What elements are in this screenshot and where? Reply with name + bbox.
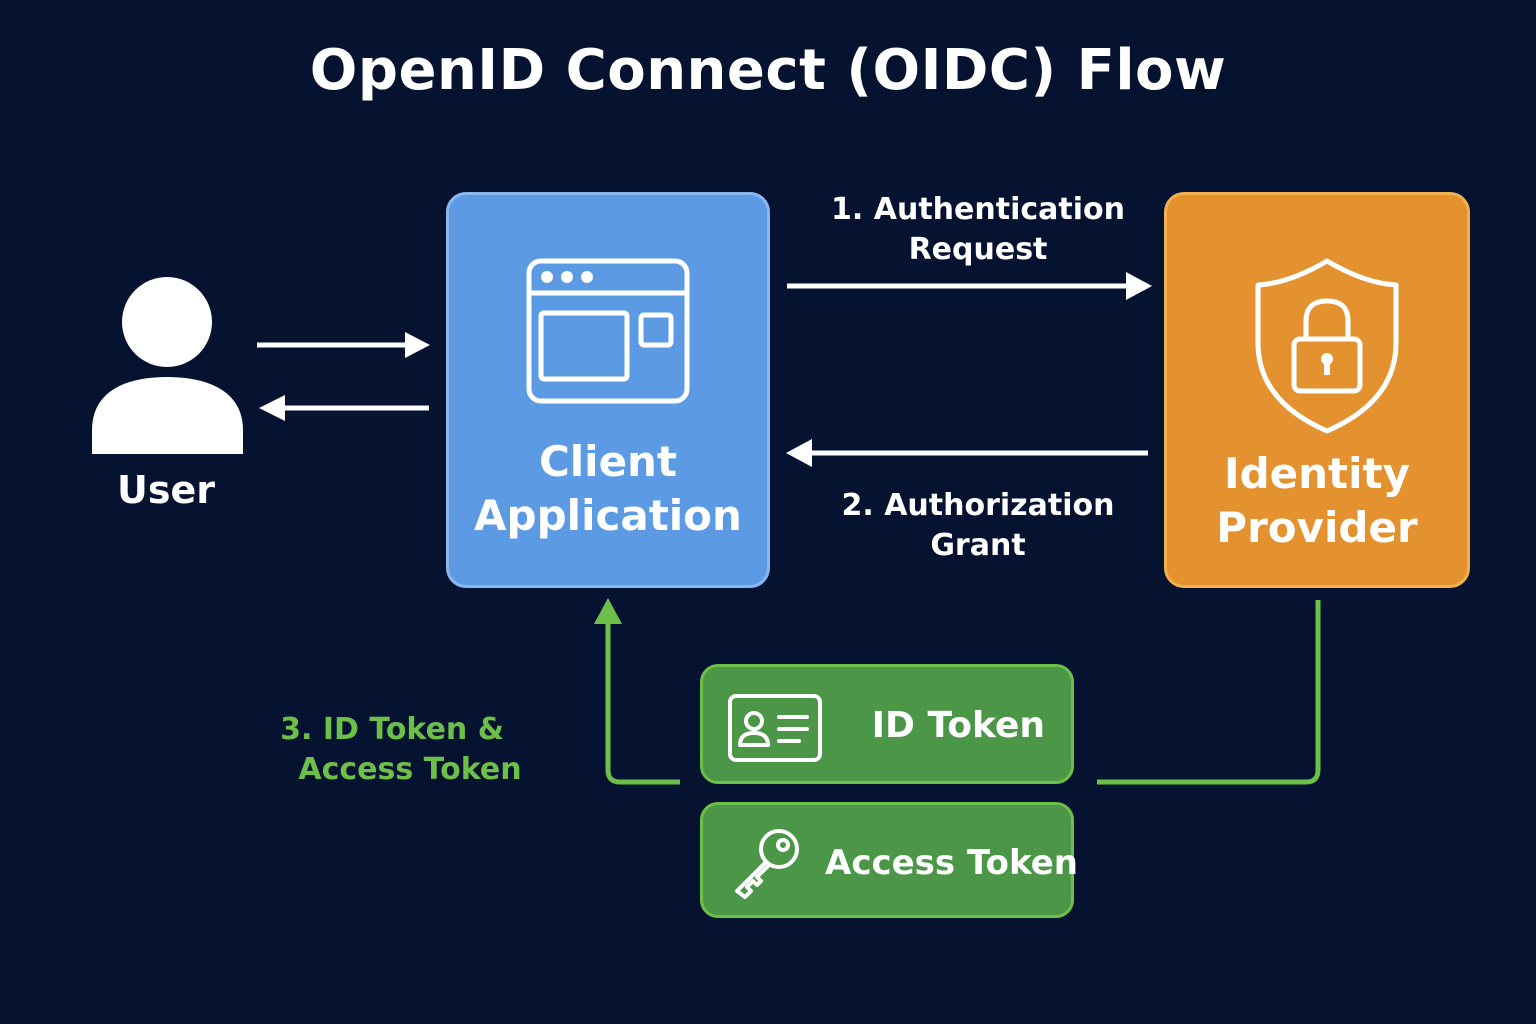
step-3-line2: Access Token	[298, 752, 522, 787]
key-icon	[735, 829, 799, 899]
id-token-box: ID Token	[700, 664, 1074, 784]
client-application-node: Client Application	[446, 192, 770, 588]
step-2-line2: Grant	[930, 528, 1026, 563]
user-icon	[92, 277, 243, 454]
access-token-box: Access Token	[700, 802, 1078, 918]
shield-lock-icon	[1255, 258, 1399, 434]
client-label-line1: Client	[538, 437, 678, 486]
client-label-line2: Application	[474, 491, 742, 540]
diagram-title: OpenID Connect (OIDC) Flow	[309, 38, 1227, 103]
step-3-label: 3. ID Token & Access Token	[252, 710, 532, 790]
id-token-label: ID Token	[871, 705, 1045, 746]
step-2-line1: 2. Authorization	[841, 488, 1115, 523]
step-1-line1: 1. Authentication	[831, 192, 1125, 227]
step-1-line2: Request	[908, 232, 1048, 267]
step-3-line1: 3. ID Token &	[280, 712, 504, 747]
step-1-label: 1. Authentication Request	[818, 190, 1138, 270]
user-to-client-arrow	[257, 332, 430, 358]
browser-window-icon	[526, 258, 690, 404]
authorization-grant-arrow	[786, 439, 1148, 467]
identity-provider-label: Identity Provider	[1167, 447, 1467, 555]
step-2-label: 2. Authorization Grant	[818, 486, 1138, 566]
idp-label-line2: Provider	[1216, 503, 1418, 552]
access-token-label: Access Token	[825, 843, 1078, 883]
id-card-icon	[728, 694, 822, 762]
identity-provider-node: Identity Provider	[1164, 192, 1470, 588]
user-label: User	[117, 468, 215, 512]
client-application-label: Client Application	[449, 435, 767, 543]
authentication-request-arrow	[787, 272, 1152, 300]
client-to-user-arrow	[259, 395, 429, 421]
idp-label-line1: Identity	[1223, 449, 1410, 498]
